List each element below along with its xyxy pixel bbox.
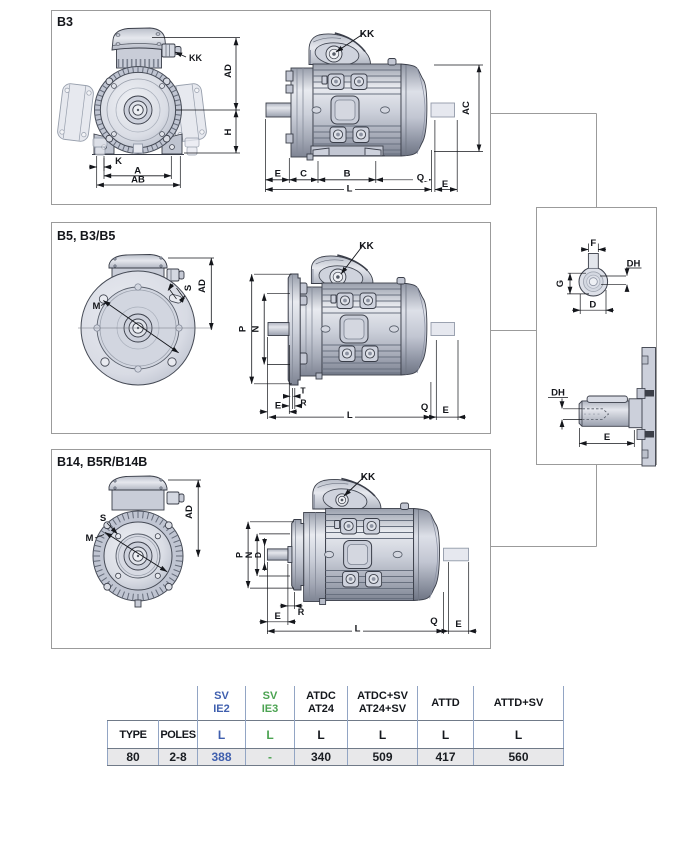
svg-text:H: H [223,128,234,135]
svg-text:P: P [235,552,245,558]
svg-text:M: M [93,301,101,312]
svg-text:A: A [134,166,141,177]
svg-text:S: S [183,285,194,291]
svg-text:D: D [253,552,263,558]
svg-text:N: N [251,325,262,332]
svg-text:E: E [443,405,449,416]
svg-text:E: E [604,432,610,443]
svg-text:E: E [275,169,281,180]
svg-text:L: L [347,410,353,421]
svg-text:DH: DH [627,259,641,270]
svg-text:L: L [347,184,353,195]
svg-text:Q: Q [417,173,424,184]
svg-text:K: K [115,156,122,167]
svg-text:B: B [344,169,351,180]
svg-text:B3: B3 [57,15,73,29]
svg-text:DH: DH [551,388,565,399]
svg-text:AD: AD [184,505,195,519]
svg-text:D: D [589,300,596,311]
svg-text:KK: KK [359,241,374,252]
svg-text:E: E [275,611,281,622]
svg-text:KK: KK [189,53,202,63]
svg-text:F: F [590,238,596,249]
svg-text:KK: KK [360,29,375,40]
svg-text:Q: Q [421,402,428,413]
svg-text:M: M [86,533,94,544]
svg-text:E: E [442,179,448,190]
svg-text:T: T [300,386,306,396]
svg-text:R: R [300,398,306,408]
svg-text:E: E [275,401,281,412]
svg-text:P: P [238,325,249,332]
svg-text:C: C [300,169,307,180]
svg-text:AD: AD [223,64,234,78]
svg-text:N: N [244,552,254,559]
svg-text:G: G [555,280,566,287]
svg-text:Q: Q [430,616,437,627]
svg-text:B5, B3/B5: B5, B3/B5 [57,229,115,243]
svg-text:E: E [455,619,461,630]
svg-text:R: R [298,607,305,617]
svg-text:KK: KK [361,472,376,483]
svg-text:L: L [355,624,361,635]
svg-text:S: S [100,513,106,524]
svg-text:B14, B5R/B14B: B14, B5R/B14B [57,455,147,469]
svg-text:AB: AB [131,175,145,186]
svg-text:AC: AC [461,101,472,115]
svg-text:AD: AD [197,279,208,293]
